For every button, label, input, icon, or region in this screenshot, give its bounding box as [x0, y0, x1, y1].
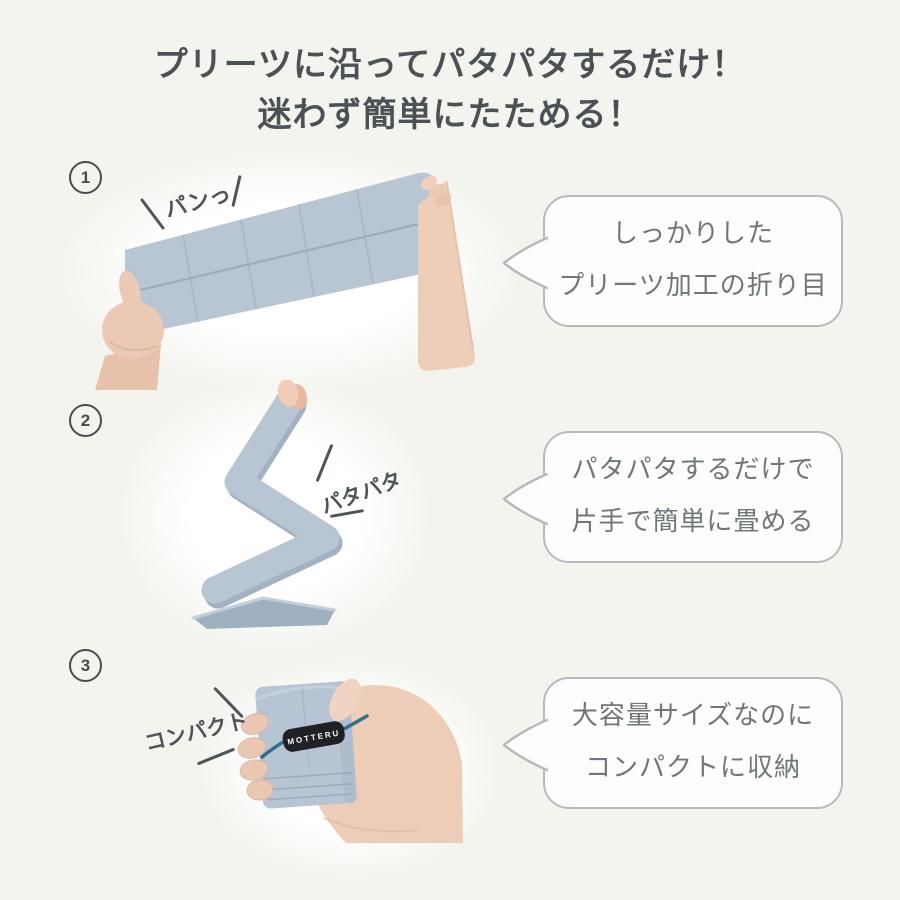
bubble-tail-3	[502, 718, 548, 772]
thumb-illustration	[329, 678, 361, 722]
step-3-number-badge: 3	[69, 649, 102, 682]
step-1-number: 1	[80, 167, 91, 187]
left-hand-illustration	[102, 270, 164, 359]
bubble-1-text: しっかりした プリーツ加工の折り目	[545, 197, 841, 325]
step-2-number-badge: 2	[69, 404, 102, 437]
title-line-2: 迷わず簡単にたためる！	[257, 96, 643, 134]
wrapping-fingers-illustration	[237, 713, 274, 801]
photo-step-2-zigzag-fold	[191, 380, 343, 629]
photo-step-1-pleated-bag-stretched	[95, 172, 476, 390]
stack-highlight	[191, 596, 337, 620]
callout-bubble-3: 大容量サイズなのに コンパクトに収納	[502, 677, 843, 809]
right-arm-illustration	[418, 175, 476, 371]
bubble-tail-2	[502, 472, 548, 526]
page-title: プリーツに沿ってパタパタするだけ！ 迷わず簡単にたためる！	[0, 40, 900, 140]
pleated-cloth-illustration	[125, 172, 436, 336]
bubble-3-line-1: 大容量サイズなのに	[571, 700, 815, 730]
bubble-1-line-2: プリーツ加工の折り目	[558, 270, 828, 300]
photo-step-3-compact-in-hand: MOTTERU	[237, 678, 463, 843]
bubble-3-line-2: コンパクトに収納	[584, 752, 801, 782]
callout-bubble-2: パタパタするだけで 片手で簡単に畳める	[502, 431, 843, 563]
step-3-number: 3	[80, 655, 91, 675]
bubble-1-line-1: しっかりした	[611, 218, 774, 248]
palm-crease	[322, 817, 419, 833]
brand-band: MOTTERU	[282, 721, 345, 752]
bubble-3-text: 大容量サイズなのに コンパクトに収納	[545, 679, 841, 807]
bubble-2-line-2: 片手で簡単に畳める	[571, 506, 815, 536]
center-crease-line	[131, 222, 424, 293]
title-line-1: プリーツに沿ってパタパタするだけ！	[153, 46, 747, 84]
folded-stack-illustration	[193, 598, 335, 629]
callout-bubble-1: しっかりした プリーツ加工の折り目	[502, 195, 843, 327]
step-1-number-badge: 1	[69, 161, 102, 194]
zigzag-cloth-illustration	[201, 386, 340, 604]
bubble-2-line-1: パタパタするだけで	[571, 454, 815, 484]
bubble-2-text: パタパタするだけで 片手で簡単に畳める	[545, 433, 841, 561]
pinching-fingers-illustration	[277, 380, 308, 410]
cord-right	[340, 714, 369, 732]
bubble-tail-1	[502, 236, 548, 290]
step-2-number: 2	[80, 410, 91, 430]
cord-left	[260, 739, 287, 759]
